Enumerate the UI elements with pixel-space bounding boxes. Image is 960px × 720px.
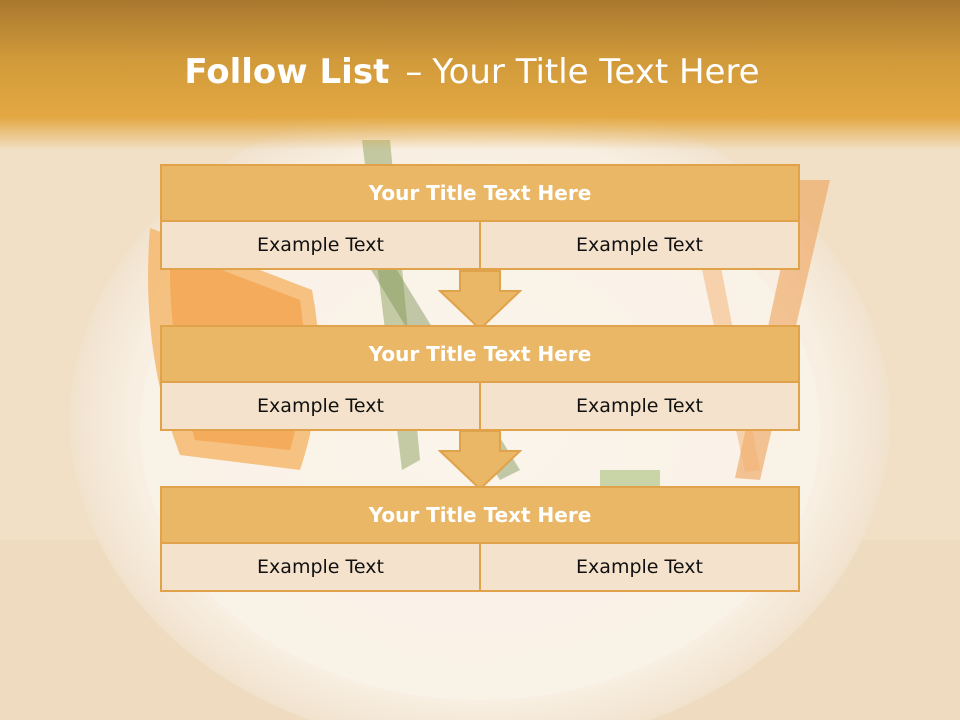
list-block-body: Example Text Example Text bbox=[162, 222, 798, 268]
down-arrow-icon bbox=[438, 270, 522, 331]
list-block-1: Your Title Text Here Example Text Exampl… bbox=[160, 164, 800, 270]
list-block-cell-right: Example Text bbox=[479, 383, 798, 429]
list-block-2: Your Title Text Here Example Text Exampl… bbox=[160, 325, 800, 431]
list-block-title: Your Title Text Here bbox=[162, 488, 798, 544]
list-block-cell-right: Example Text bbox=[479, 544, 798, 590]
list-block-body: Example Text Example Text bbox=[162, 383, 798, 429]
slide-title-separator: – bbox=[405, 52, 423, 92]
list-block-cell-left: Example Text bbox=[257, 556, 384, 578]
list-block-title: Your Title Text Here bbox=[162, 166, 798, 222]
list-block-title: Your Title Text Here bbox=[162, 327, 798, 383]
down-arrow-icon bbox=[438, 430, 522, 491]
list-block-cell-right: Example Text bbox=[479, 222, 798, 268]
slide-title-rest: Your Title Text Here bbox=[432, 52, 760, 92]
list-block-cell-left: Example Text bbox=[257, 395, 384, 417]
slide-title: Follow List–Your Title Text Here bbox=[0, 52, 944, 92]
list-block-cell-left: Example Text bbox=[257, 234, 384, 256]
list-block-3: Your Title Text Here Example Text Exampl… bbox=[160, 486, 800, 592]
list-block-body: Example Text Example Text bbox=[162, 544, 798, 590]
slide-title-bold: Follow List bbox=[184, 52, 390, 92]
title-bar bbox=[0, 0, 960, 150]
